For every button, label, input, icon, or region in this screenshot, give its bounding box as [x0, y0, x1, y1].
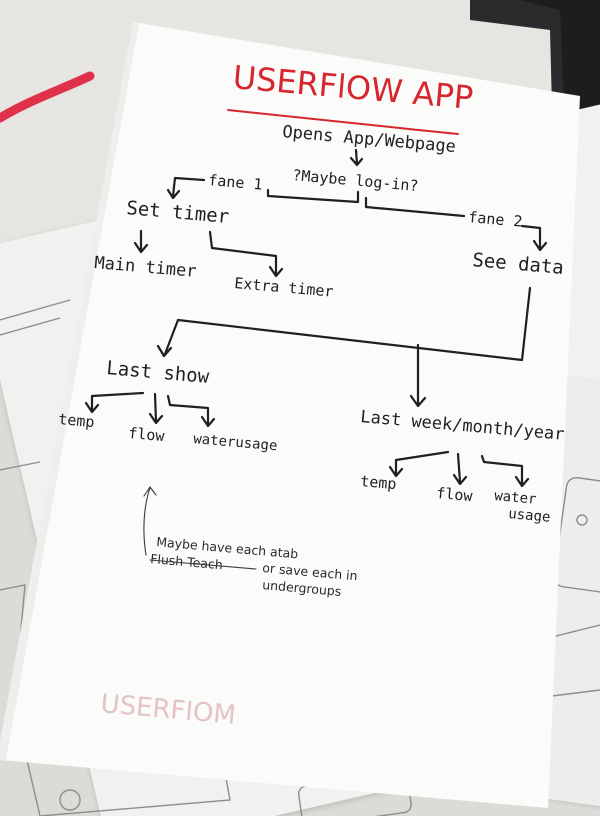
connector-see-data-to-last-period	[409, 343, 427, 408]
node-period-water: water	[494, 488, 537, 508]
arrow-last-show-to-flow	[148, 392, 164, 425]
connector-see-data-to-last-show	[156, 286, 532, 362]
arrow-start-to-login	[349, 148, 364, 167]
node-period-usage: usage	[508, 506, 551, 526]
note-strikethrough	[149, 559, 257, 570]
note-line-3: undergroups	[262, 577, 342, 599]
node-last-show-temp: temp	[58, 410, 96, 431]
paper-sheet	[0, 22, 580, 808]
note-arrow	[143, 486, 157, 556]
title-underline	[227, 109, 459, 135]
branch-to-pane2	[364, 196, 466, 218]
arrow-last-show-to-waterusage	[166, 394, 216, 428]
node-period-flow: flow	[436, 484, 475, 505]
node-last-show-waterusage: waterusage	[193, 431, 278, 454]
arrow-set-timer-to-extra	[208, 230, 284, 278]
arrow-pane2-to-see-data	[520, 224, 548, 252]
node-period-temp: temp	[360, 472, 398, 493]
arrow-pane1-to-set-timer	[166, 176, 206, 200]
branch-to-pane1	[266, 188, 360, 204]
note-line-2-struck: Flush Teach	[150, 551, 224, 572]
arrow-set-timer-to-main	[133, 229, 149, 254]
node-pane2: fane 2	[468, 208, 524, 231]
arrow-last-period-to-temp	[388, 450, 450, 478]
arrow-last-show-to-temp	[84, 391, 145, 414]
arrow-last-period-to-water	[480, 454, 530, 488]
node-pane1: fane 1	[208, 171, 264, 194]
node-last-show-flow: flow	[128, 424, 167, 445]
arrow-last-period-to-flow	[452, 452, 468, 486]
